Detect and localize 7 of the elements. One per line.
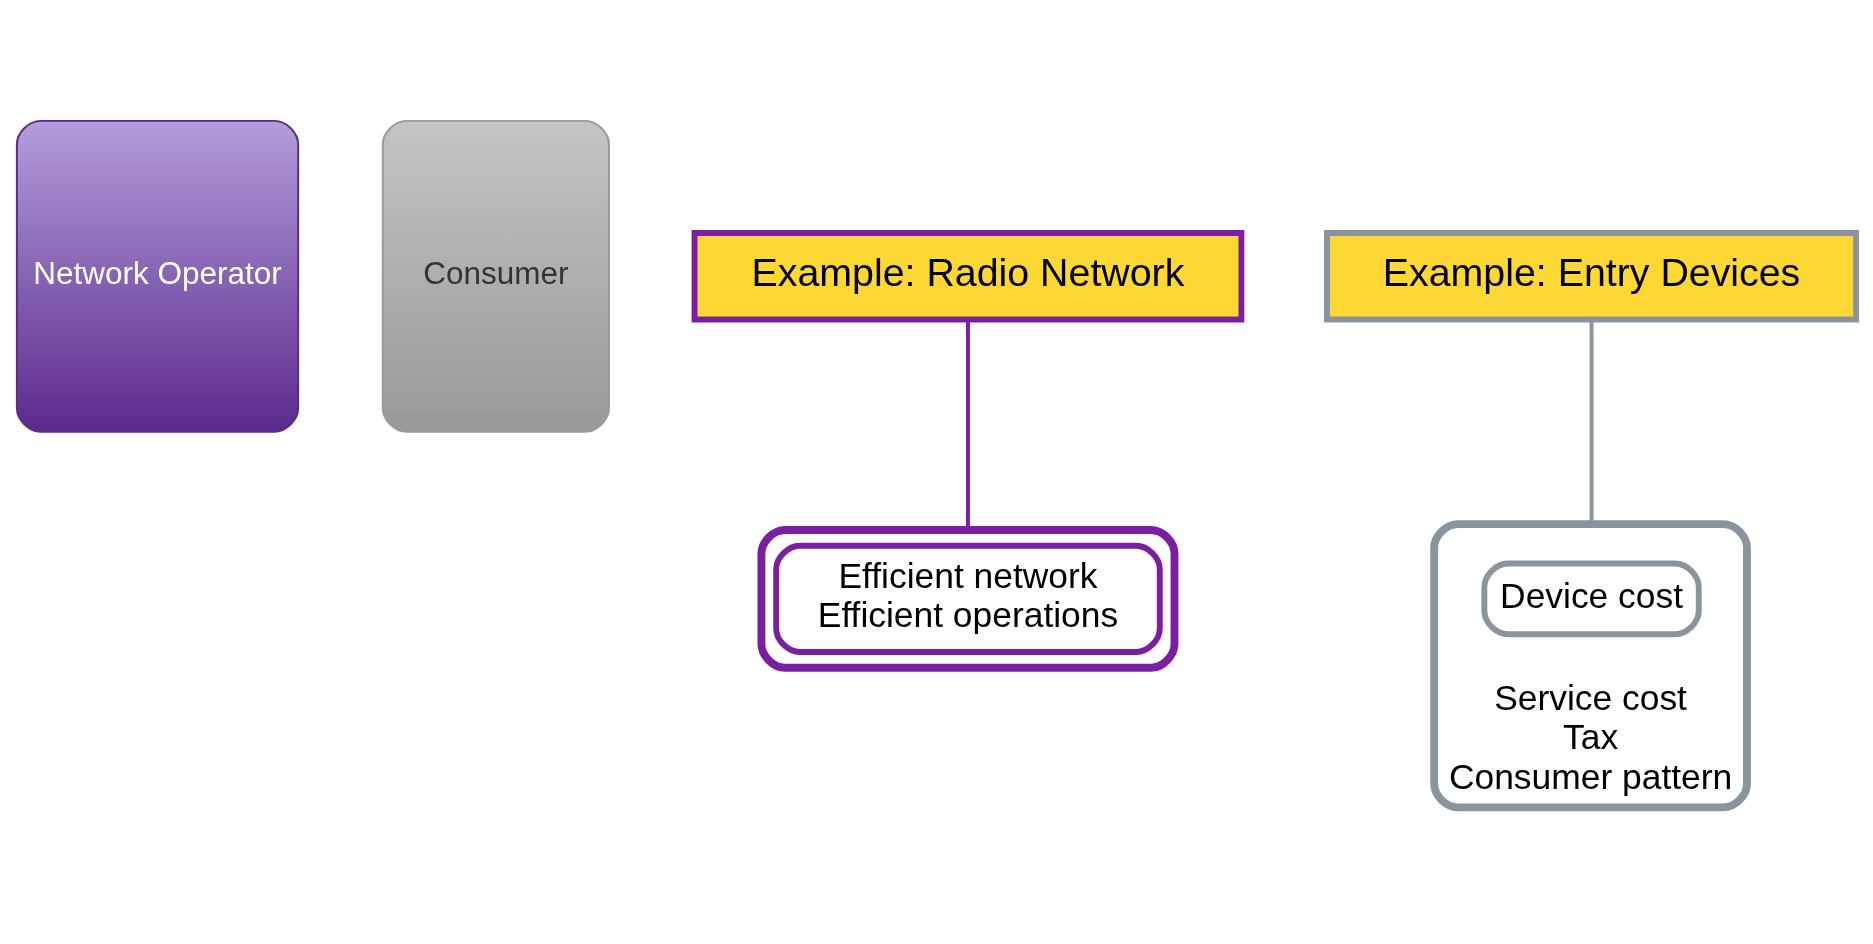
cluster xyxy=(757,526,1179,672)
node-box: Consumer xyxy=(381,119,610,433)
node-box: Example: Entry Devices xyxy=(1324,230,1860,323)
node-box: Efficient network Efficient operations xyxy=(773,542,1163,655)
node-box: Network Operator xyxy=(15,119,300,433)
node-box: Example: Radio Network xyxy=(691,230,1245,323)
node-box: Device cost xyxy=(1481,560,1702,638)
